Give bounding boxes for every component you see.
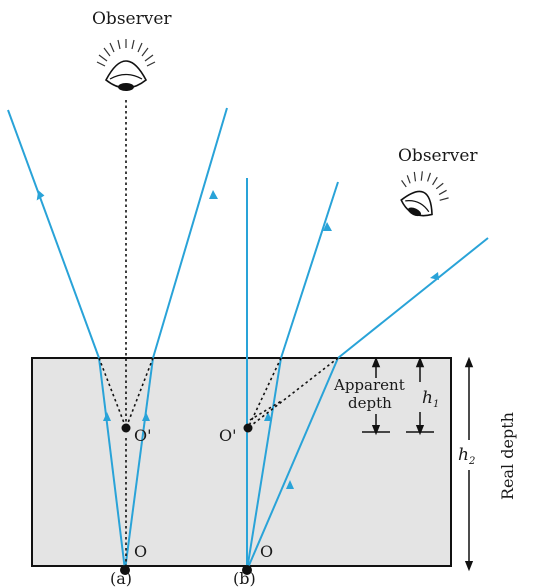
label-O-prime-a: O' [134, 426, 152, 445]
apparent-depth-label-1: Apparent [333, 376, 405, 394]
observer-right-eye-icon [400, 171, 449, 217]
real-depth-label: Real depth [498, 412, 517, 500]
point-O-b [242, 565, 252, 575]
observer-right-label: Observer [398, 146, 478, 166]
glass-slab [31, 357, 452, 567]
point-O-prime-a [121, 423, 131, 433]
observer-top-label: Observer [92, 9, 172, 29]
label-O-a: O [134, 542, 147, 561]
label-O-prime-b: O' [219, 426, 237, 445]
rays-a [7, 107, 228, 571]
h2-label: h2 [458, 445, 475, 467]
rays-b [246, 178, 489, 571]
caption-a: (a) [110, 569, 132, 587]
h1-label: h1 [422, 388, 439, 410]
apparent-depth-label-2: depth [348, 394, 392, 412]
caption-b: (b) [233, 569, 256, 587]
label-O-b: O [260, 542, 273, 561]
observer-top-eye-icon [96, 39, 156, 91]
point-O-prime-b [243, 423, 253, 433]
point-O-a [120, 565, 130, 575]
